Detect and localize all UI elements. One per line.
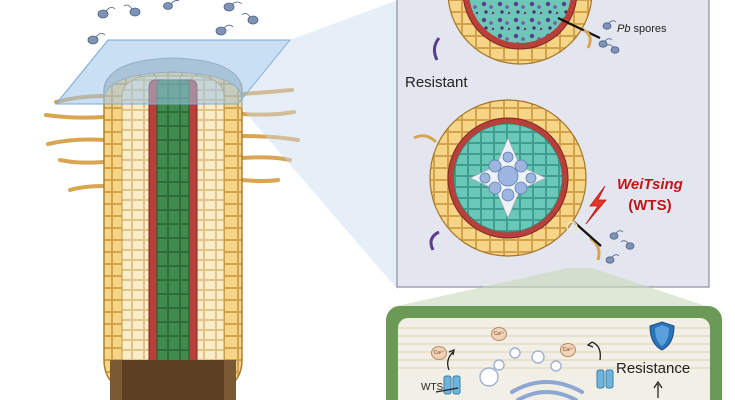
vesicles (479, 347, 562, 387)
calcium-ion: Ca²⁺ (560, 343, 576, 357)
resistant-section (413, 99, 607, 261)
calcium-ion: Ca²⁺ (431, 346, 447, 360)
calcium-ion: Ca²⁺ (491, 327, 507, 341)
susceptible-section (432, 0, 601, 65)
membrane-panel (386, 306, 722, 400)
lightning-icon (585, 185, 607, 225)
wts-label: WTS (421, 382, 444, 393)
wts-channel (443, 369, 614, 395)
pb-spores-lower (605, 230, 635, 264)
golgi (510, 380, 584, 400)
resistance-label: Resistance (616, 360, 691, 377)
weitsing-label: WeiTsing(WTS) (617, 176, 683, 214)
flux-arrows (435, 341, 663, 398)
cross-section-panel (396, 0, 710, 288)
xylem-vessels (479, 151, 537, 202)
pb-spores (598, 20, 620, 54)
resistant-label: Resistant (405, 74, 468, 91)
pb-spores-label: Pb spores (617, 23, 667, 35)
section-plane (54, 39, 292, 105)
zoom-cone (238, 0, 398, 290)
spores-top (87, 0, 259, 45)
root-section (44, 57, 300, 400)
membrane-zoom-funnel (388, 268, 712, 308)
